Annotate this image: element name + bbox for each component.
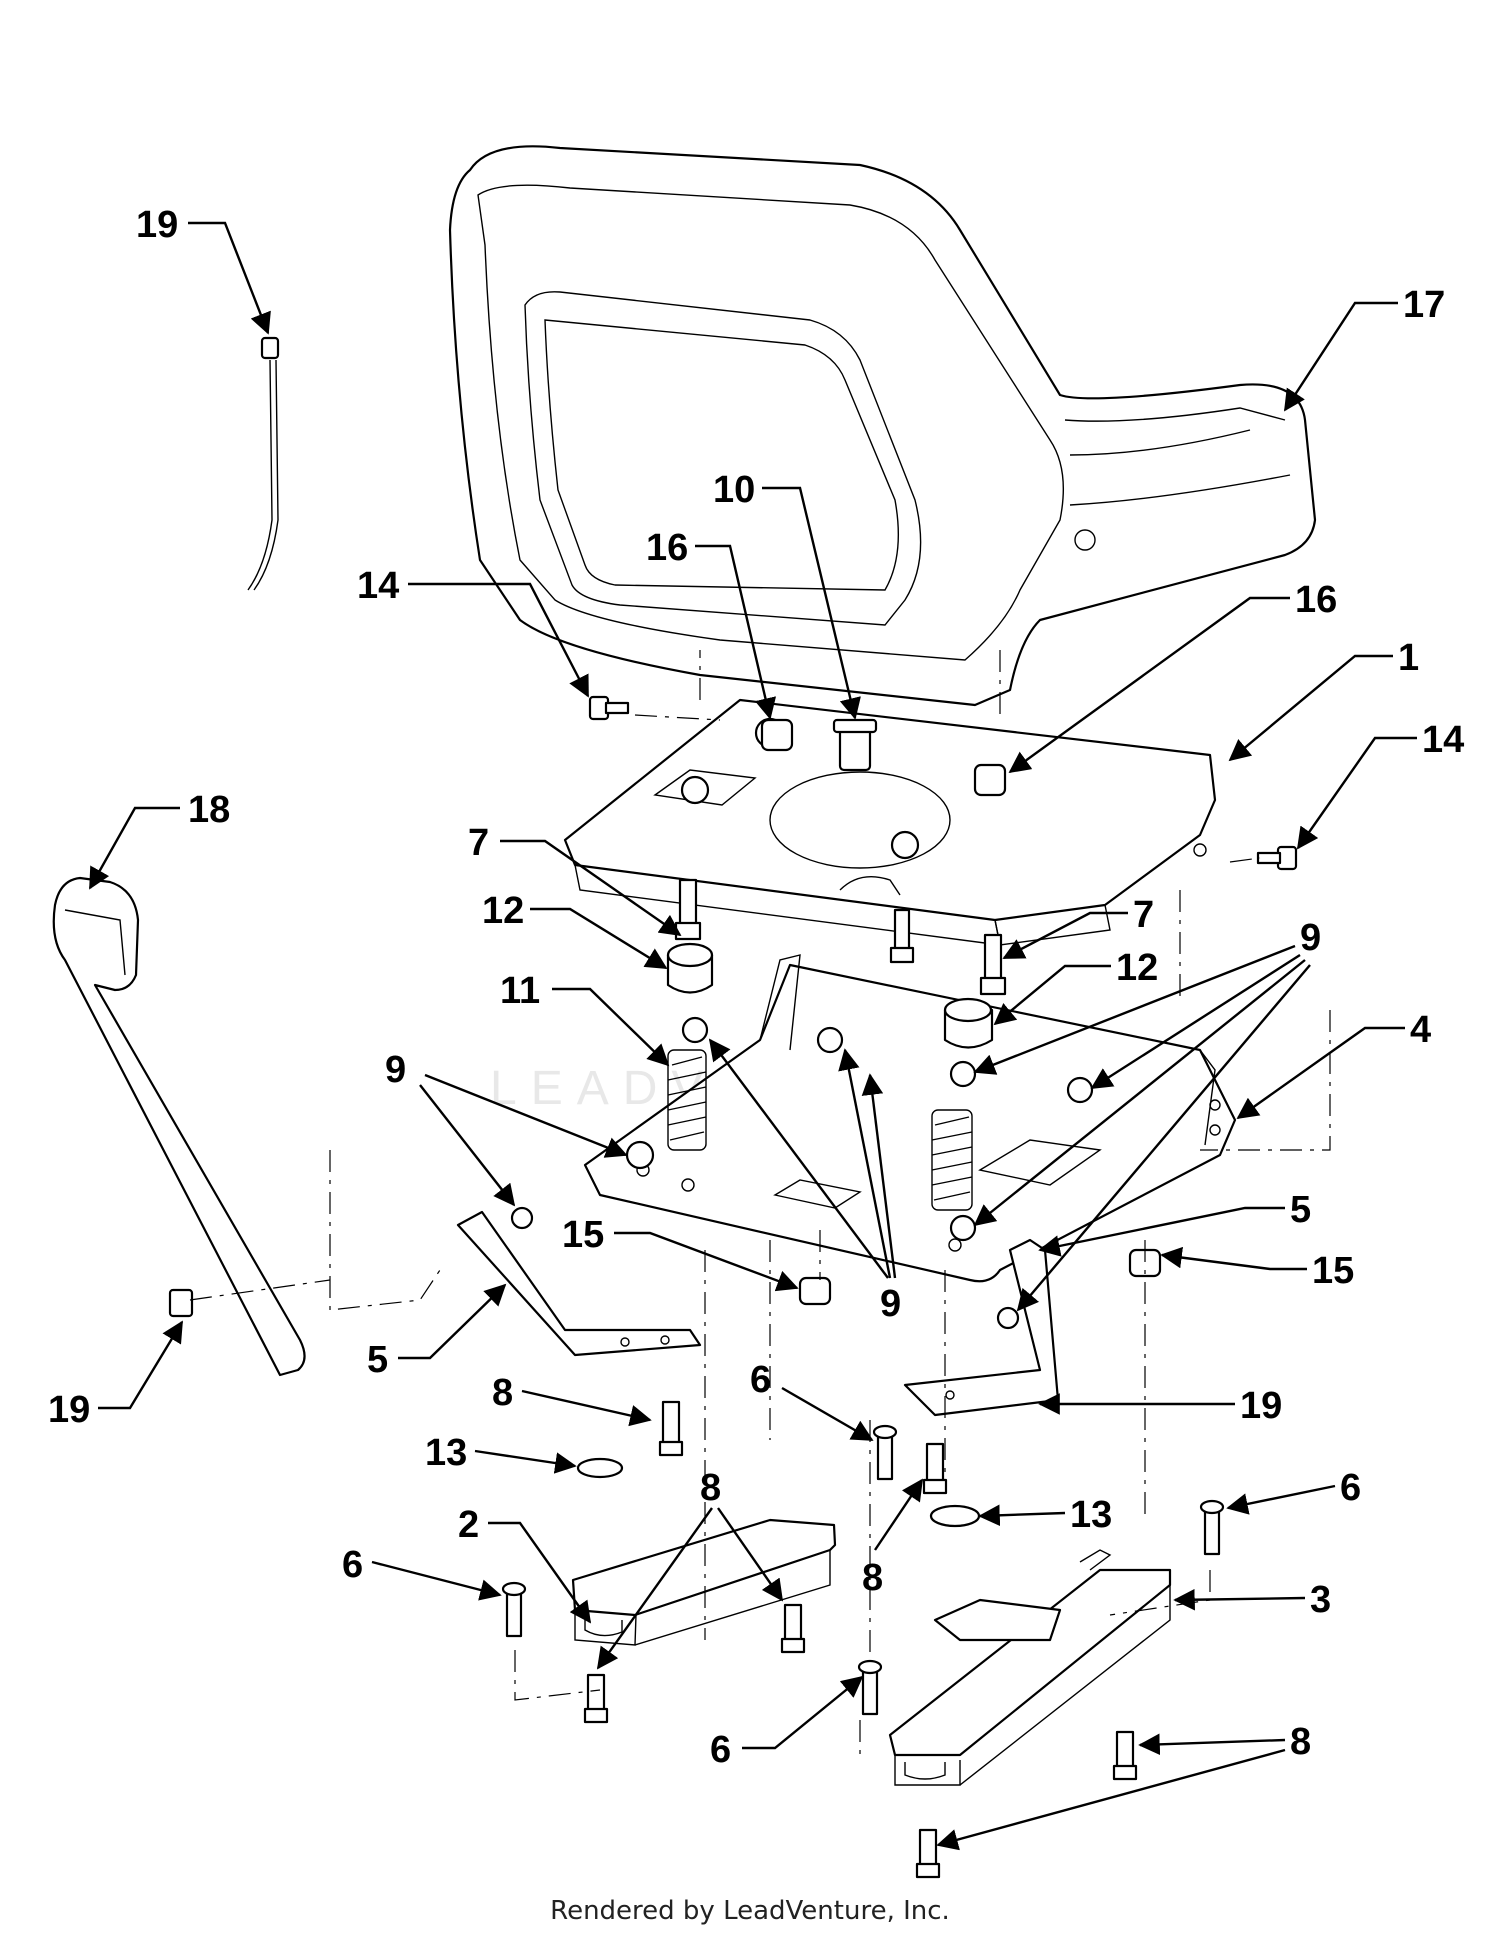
callout-6-left: 6 [342,1544,502,1601]
svg-text:19: 19 [48,1389,90,1431]
bolt-7-right [979,933,1007,996]
callout-5-left: 5 [367,1283,507,1381]
svg-text:9: 9 [880,1283,901,1325]
svg-text:19: 19 [1240,1385,1282,1427]
svg-text:1: 1 [1398,637,1419,679]
callout-10: 10 [713,469,861,720]
svg-text:13: 13 [425,1432,467,1474]
callout-12-right: 12 [993,947,1158,1026]
callout-8-a: 8 [492,1372,652,1427]
callout-3: 3 [1173,1579,1331,1621]
callout-6-a: 6 [750,1359,874,1442]
svg-text:6: 6 [750,1359,771,1401]
svg-text:3: 3 [1310,1579,1331,1621]
callout-13-left: 13 [425,1432,577,1474]
callout-16-left: 16 [646,527,777,720]
callout-15-left: 15 [562,1214,799,1292]
svg-text:19: 19 [136,204,178,246]
svg-text:8: 8 [862,1557,883,1599]
svg-text:8: 8 [700,1467,721,1509]
svg-text:6: 6 [710,1729,731,1771]
svg-text:9: 9 [385,1049,406,1091]
washers [576,1457,981,1528]
slide-rail-right [888,1549,1172,1786]
svg-text:18: 18 [188,789,230,831]
svg-text:16: 16 [646,527,688,569]
svg-text:6: 6 [342,1544,363,1586]
svg-text:16: 16 [1295,579,1337,621]
callout-15-right: 15 [1160,1246,1354,1292]
callout-19-left: 19 [48,1320,184,1431]
callout-7-left: 7 [468,822,682,937]
svg-text:7: 7 [1133,894,1154,936]
callout-6-right: 6 [1226,1467,1361,1515]
assembly-centerlines [189,650,1331,1760]
callout-8-c: 8 [862,1478,924,1599]
wire-harness-19 [247,336,280,591]
callout-17: 17 [1283,284,1445,412]
seat-pan [563,698,1217,946]
seat [448,145,1317,707]
callout-1: 1 [1228,637,1419,762]
svg-text:2: 2 [458,1504,479,1546]
svg-text:5: 5 [367,1339,388,1381]
spring-bracket [583,954,1237,1283]
spring-right [931,1109,973,1211]
callout-16-right: 16 [1008,579,1337,774]
bumper-left [666,942,714,994]
svg-text:17: 17 [1403,284,1445,326]
side-bolts [588,695,1298,871]
callout-12-left: 12 [482,890,668,970]
seat-switch [52,876,306,1377]
svg-text:8: 8 [1290,1721,1311,1763]
callout-2: 2 [458,1504,592,1624]
svg-text:13: 13 [1070,1494,1112,1536]
callout-9-right: 9 [973,917,1321,1312]
svg-text:12: 12 [482,890,524,932]
bracket-left [456,1210,702,1357]
bracket-right [903,1238,1060,1417]
bolt-7-left [674,878,702,941]
svg-text:4: 4 [1410,1009,1431,1051]
bumper-right [943,997,994,1049]
callout-19-top: 19 [136,204,271,335]
callout-14-right: 14 [1296,719,1464,850]
callout-19-right: 19 [1038,1385,1282,1427]
callout-11: 11 [500,970,670,1067]
callout-4: 4 [1236,1009,1431,1120]
svg-text:8: 8 [492,1372,513,1414]
footer-credit: Rendered by LeadVenture, Inc. [550,1896,950,1926]
spring-left [667,1049,707,1151]
svg-text:15: 15 [562,1214,604,1256]
nut-set [510,1016,1094,1330]
svg-text:6: 6 [1340,1467,1361,1509]
callout-6-b: 6 [710,1675,864,1771]
svg-text:11: 11 [500,970,540,1012]
callout-5-right: 5 [1038,1189,1311,1257]
callout-18: 18 [88,789,230,890]
callout-14-left: 14 [357,565,590,698]
svg-text:10: 10 [713,469,755,511]
svg-text:14: 14 [1422,719,1464,761]
callout-9-left: 9 [385,1049,628,1207]
callout-9-center: 9 [708,1038,901,1325]
svg-text:14: 14 [357,565,399,607]
svg-text:5: 5 [1290,1189,1311,1231]
callout-7-right: 7 [1002,894,1154,960]
spacer-set [760,718,1162,1306]
callouts: 19 17 10 16 14 16 1 14 18 7 12 7 12 9 11… [48,204,1464,1851]
svg-text:15: 15 [1312,1250,1354,1292]
callout-8-b: 8 [596,1467,784,1670]
callout-13-right: 13 [978,1494,1112,1536]
bolt-center [889,908,915,964]
svg-text:9: 9 [1300,917,1321,959]
svg-text:7: 7 [468,822,489,864]
svg-text:12: 12 [1116,947,1158,989]
callout-8-d: 8 [936,1721,1311,1851]
